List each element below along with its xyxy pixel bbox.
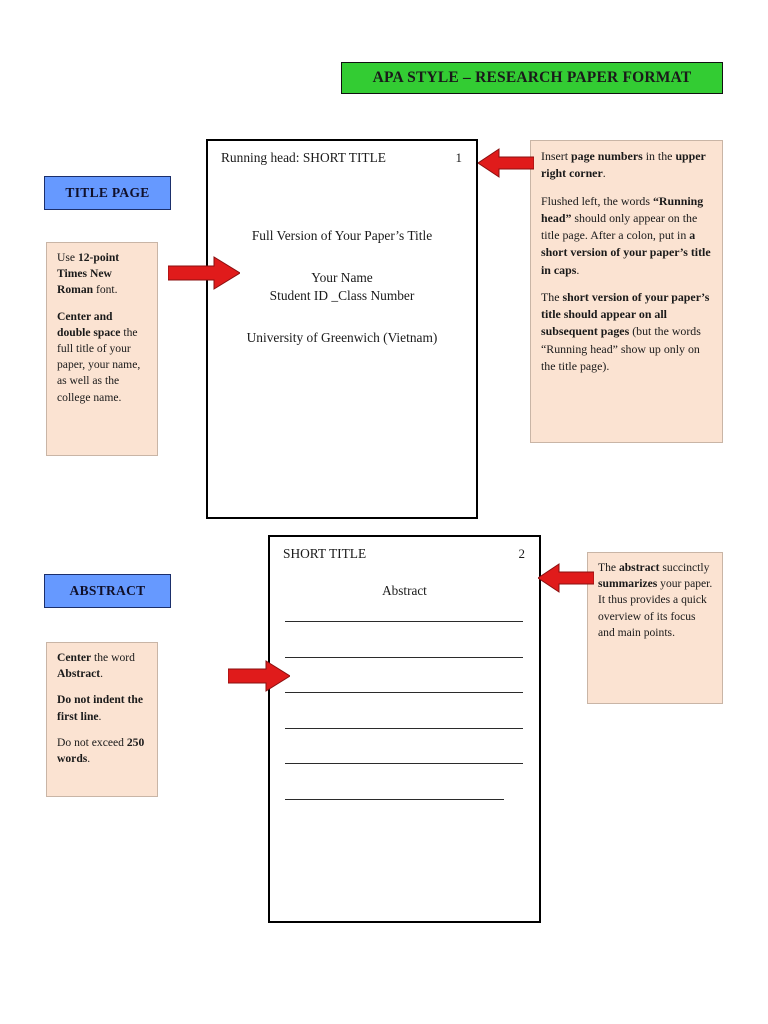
abstract-text-line [285,621,523,622]
section-label-abstract: ABSTRACT [44,574,171,608]
note-paragraph: Do not exceed 250 words. [57,735,145,765]
title-page-preview: Running head: SHORT TITLE 1 Full Version… [206,139,478,519]
note-paragraph: The short version of your paper’s title … [541,289,710,373]
abstract-text-line [285,692,523,693]
note-paragraph: Use 12-point Times New Roman font. [57,251,120,297]
page-number: 1 [455,150,463,165]
abstract-heading: Abstract [382,583,427,598]
document-banner-title: APA STYLE – RESEARCH PAPER FORMAT [341,62,723,94]
note-paragraph: Insert page numbers in the upper right c… [541,149,706,181]
paper-student-id-line: Student ID _Class Number [269,288,415,303]
arrow-left-to-abstract-header [538,563,594,593]
note-paragraph: Flushed left, the words “Running head” s… [541,193,711,277]
section-label-title-page: TITLE PAGE [44,176,171,210]
note-title-page-running-head: Insert page numbers in the upper right c… [530,140,723,443]
paper-institution: University of Greenwich (Vietnam) [246,330,438,345]
page-number: 2 [518,546,526,561]
arrow-right-to-title-page [168,256,240,290]
note-paragraph: The abstract succinctly summarizes your … [598,561,713,639]
abstract-body-ruled-lines [270,621,539,800]
note-paragraph: Center and double space the full title o… [57,309,141,404]
abstract-page-preview: SHORT TITLE 2 Abstract [268,535,541,923]
arrow-left-to-title-page-header [478,148,534,178]
arrow-right-to-abstract-page [228,660,290,692]
abstract-text-line [285,763,523,764]
note-abstract-formatting: Center the word Abstract. Do not indent t… [46,642,158,797]
note-paragraph: Do not indent the first line. [57,693,143,723]
note-abstract-purpose: The abstract succinctly summarizes your … [587,552,723,704]
note-paragraph: Center the word Abstract. [57,651,135,681]
paper-author-name: Your Name [311,270,373,285]
short-title-text: SHORT TITLE [283,546,367,561]
running-head-text: Running head: SHORT TITLE [221,150,386,165]
abstract-text-line [285,798,504,800]
abstract-text-line [285,727,523,729]
abstract-page-header: SHORT TITLE 2 [270,537,539,562]
note-title-page-font-and-spacing: Use 12-point Times New Roman font. Center… [46,242,158,456]
paper-full-title: Full Version of Your Paper’s Title [251,228,433,243]
abstract-text-line [285,656,523,658]
title-page-header: Running head: SHORT TITLE 1 [208,141,476,166]
